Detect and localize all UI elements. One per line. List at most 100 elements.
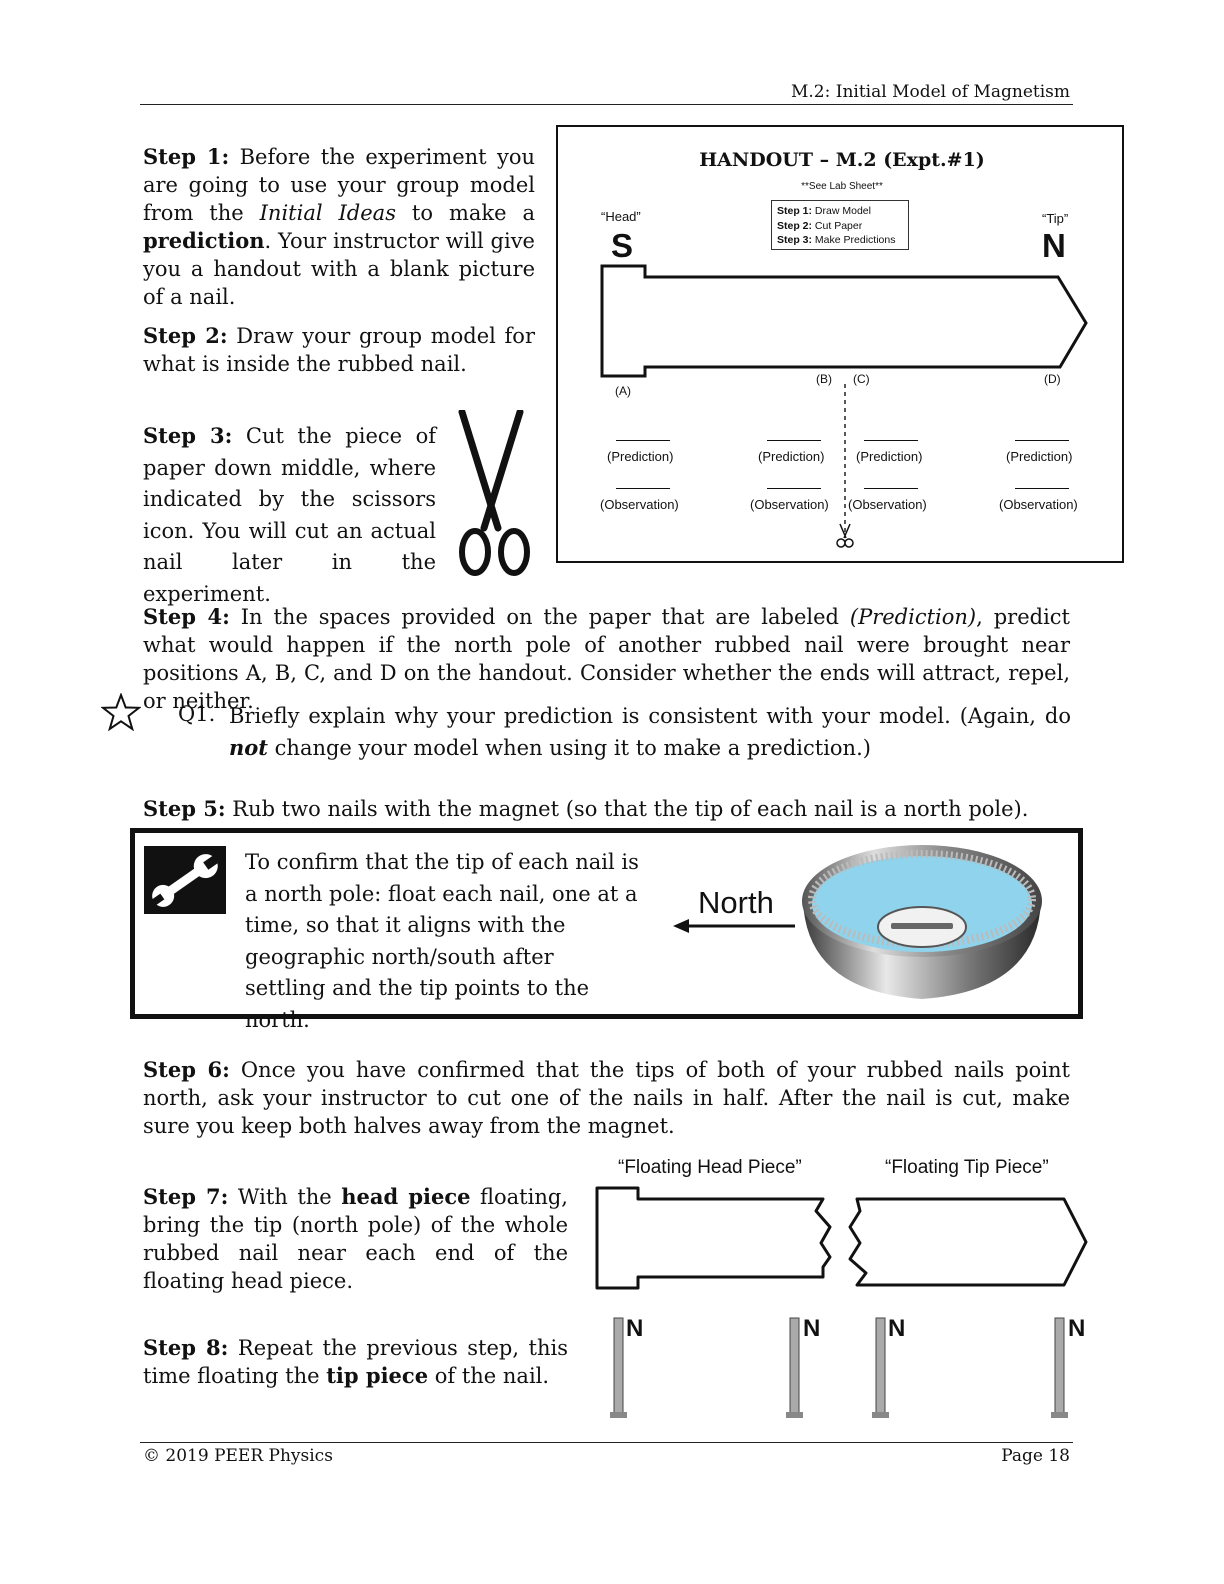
prediction-blank xyxy=(864,440,918,441)
step-8-text-b: of the nail. xyxy=(428,1364,550,1388)
step-1-bold: prediction xyxy=(143,228,265,253)
running-head: M.2: Initial Model of Magnetism xyxy=(790,82,1070,102)
handout-step-line: Step 2: Cut Paper xyxy=(777,219,903,234)
tip-piece-label: “Floating Tip Piece” xyxy=(885,1157,1049,1178)
nail-icon xyxy=(1051,1317,1068,1418)
position-a: (A) xyxy=(615,384,631,398)
step-4-text-a: In the spaces provided on the paper that… xyxy=(229,605,850,629)
q1-bold-italic: not xyxy=(229,735,268,760)
nail-n-label: N xyxy=(1068,1315,1086,1342)
step-6-paragraph: Step 6: Once you have confirmed that the… xyxy=(143,1056,1070,1140)
handout-step-label: Step 1: xyxy=(777,205,813,217)
north-letter: N xyxy=(1042,227,1066,264)
copyright: © 2019 PEER Physics xyxy=(143,1446,333,1466)
handout-see-note: **See Lab Sheet** xyxy=(801,181,883,192)
step-1-label: Step 1: xyxy=(143,144,230,169)
handout-step-label: Step 2: xyxy=(777,219,813,232)
step-8-paragraph: Step 8: Repeat the previous step, this t… xyxy=(143,1334,568,1390)
step-8-bold: tip piece xyxy=(326,1363,429,1388)
handout-step-label: Step 3: xyxy=(777,234,813,246)
nail-n-label: N xyxy=(803,1315,821,1342)
step-3-label: Step 3: xyxy=(143,423,233,448)
prediction-blank xyxy=(616,440,670,441)
q1-text-a: Briefly explain why your prediction is c… xyxy=(229,704,1071,728)
page-number: Page 18 xyxy=(1001,1446,1070,1466)
q1-text-b: change your model when using it to make … xyxy=(267,736,871,760)
step-4-label: Step 4: xyxy=(143,604,230,629)
step-8-label: Step 8: xyxy=(143,1335,229,1360)
prediction-label-d: (Prediction) xyxy=(1006,449,1073,464)
procedure-tip-box: To confirm that the tip of each nail is … xyxy=(130,828,1083,1032)
prediction-label-c: (Prediction) xyxy=(856,449,923,464)
step-1-text-a: Before the experiment you are going to u… xyxy=(143,145,535,225)
step-3-paragraph: Step 3: Cut the piece of paper down midd… xyxy=(143,420,436,610)
north-label: North xyxy=(698,885,774,920)
step-3-text: Cut the piece of paper down middle, wher… xyxy=(143,424,436,606)
step-7-label: Step 7: xyxy=(143,1184,229,1209)
step-1-text-c: . Your instructor will give you a handou… xyxy=(143,229,535,309)
scissors-icon xyxy=(458,410,530,576)
observation-blank xyxy=(616,488,670,489)
north-arrow-icon xyxy=(673,919,795,933)
head-label: “Head” xyxy=(601,209,641,224)
step-4-italic: (Prediction) xyxy=(849,605,977,629)
step-5-text: Rub two nails with the magnet (so that t… xyxy=(225,797,1029,821)
step-6-text: Once you have confirmed that the tips of… xyxy=(143,1058,1070,1138)
observation-blank xyxy=(864,488,918,489)
nail-icon xyxy=(610,1317,627,1418)
handout-step-text: Draw Model xyxy=(812,205,871,217)
nail-icon xyxy=(786,1317,803,1418)
step-1-italic: Initial Ideas xyxy=(259,201,396,225)
prediction-label-a: (Prediction) xyxy=(607,449,674,464)
cut-nail-figure xyxy=(595,1186,1088,1418)
step-7-text-b: floating, bring the tip (north pole) of … xyxy=(143,1185,568,1293)
prediction-label-b: (Prediction) xyxy=(758,449,825,464)
observation-blank xyxy=(1015,488,1069,489)
step-4-text-b: , predict what would happen if the north… xyxy=(143,605,1070,713)
prediction-blank xyxy=(1015,440,1069,441)
position-c: (C) xyxy=(853,372,870,386)
handout-steps-box: Step 1: Draw Model Step 2: Cut Paper Ste… xyxy=(771,200,909,250)
handout-title: HANDOUT – M.2 (Expt.#1) xyxy=(699,149,985,171)
footer-rule xyxy=(140,1442,1073,1443)
small-scissors-icon xyxy=(836,523,854,548)
observation-label-c: (Observation) xyxy=(848,497,927,512)
head-piece-outline xyxy=(595,1186,832,1290)
q1-number: Q1. xyxy=(178,702,216,726)
step-7-text-a: With the xyxy=(228,1185,342,1209)
observation-label-d: (Observation) xyxy=(999,497,1078,512)
nail-n-label: N xyxy=(626,1315,644,1342)
head-piece-label: “Floating Head Piece” xyxy=(618,1157,802,1178)
step-1-paragraph: Step 1: Before the experiment you are go… xyxy=(143,143,535,311)
handout-step-line: Step 1: Draw Model xyxy=(777,204,903,219)
position-d: (D) xyxy=(1044,372,1061,386)
nail-outline xyxy=(600,264,1088,535)
observation-label-b: (Observation) xyxy=(750,497,829,512)
step-2-paragraph: Step 2: Draw your group model for what i… xyxy=(143,322,535,378)
south-letter: S xyxy=(611,227,634,264)
step-5-paragraph: Step 5: Rub two nails with the magnet (s… xyxy=(143,795,1070,823)
tip-piece-outline xyxy=(848,1197,1088,1287)
observation-blank xyxy=(767,488,821,489)
step-1-text-b: to make a xyxy=(395,201,535,225)
step-4-paragraph: Step 4: In the spaces provided on the pa… xyxy=(143,603,1070,715)
tip-label: “Tip” xyxy=(1042,211,1069,226)
prediction-blank xyxy=(767,440,821,441)
position-b: (B) xyxy=(816,372,832,386)
handout-figure: HANDOUT – M.2 (Expt.#1) **See Lab Sheet*… xyxy=(556,125,1124,563)
step-7-bold: head piece xyxy=(341,1184,471,1209)
floating-dish-image xyxy=(802,845,1042,999)
nail-icon xyxy=(872,1317,889,1418)
step-5-label: Step 5: xyxy=(143,796,226,821)
observation-label-a: (Observation) xyxy=(600,497,679,512)
q1-text: Briefly explain why your prediction is c… xyxy=(229,700,1071,764)
step-8-text-a: Repeat the previous step, this time floa… xyxy=(143,1336,568,1388)
procedure-tip-text: To confirm that the tip of each nail is … xyxy=(245,850,639,1032)
step-6-label: Step 6: xyxy=(143,1057,230,1082)
step-2-label: Step 2: xyxy=(143,323,228,348)
wrench-icon xyxy=(144,846,226,914)
step-7-paragraph: Step 7: With the head piece floating, br… xyxy=(143,1183,568,1295)
handout-step-line: Step 3: Make Predictions xyxy=(777,233,903,248)
handout-step-text: Cut Paper xyxy=(812,219,863,232)
header-rule xyxy=(140,104,1073,105)
